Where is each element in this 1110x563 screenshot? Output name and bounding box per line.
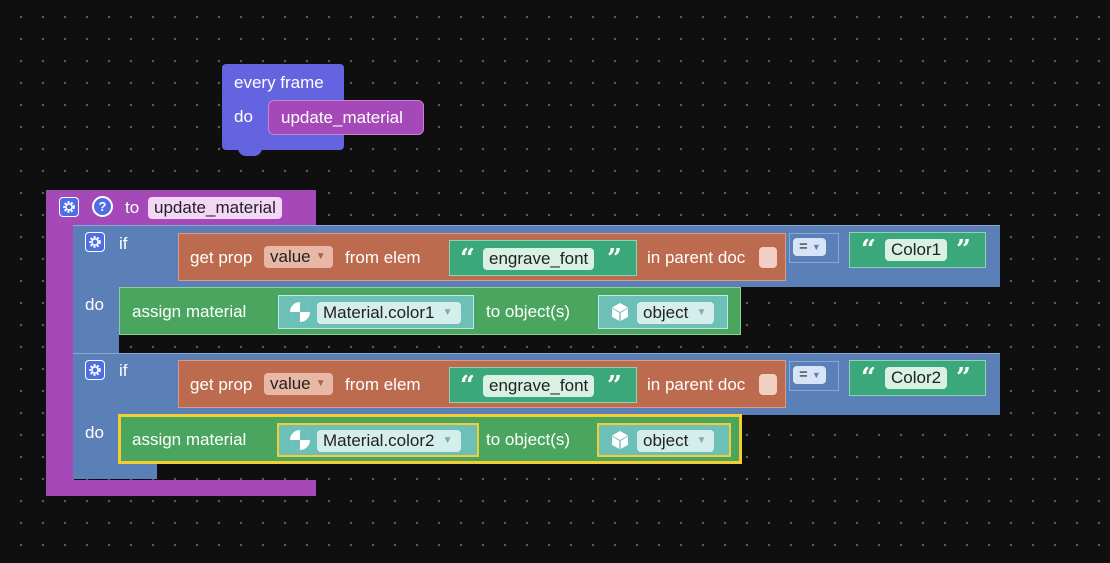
open-quote-icon: “ (861, 235, 876, 265)
compare-string-field[interactable]: Color2 (885, 367, 948, 389)
open-quote-icon: “ (460, 371, 475, 401)
open-quote-icon: “ (460, 244, 475, 274)
prop-dropdown[interactable]: value ▼ (264, 246, 333, 268)
if-block-1-left-bar (73, 285, 119, 353)
from-elem-label: from elem (345, 375, 421, 394)
assign-material-label: assign material (132, 302, 247, 321)
in-parent-doc-label: in parent doc (647, 375, 746, 394)
event-do-label: do (234, 107, 253, 126)
elem-string-block[interactable]: “ engrave_font ” (449, 240, 637, 276)
object-value-block[interactable]: object ▼ (598, 295, 728, 329)
object-value-block[interactable]: object ▼ (597, 423, 731, 457)
compare-string-block-2[interactable]: “ Color2 ” (849, 360, 986, 396)
chevron-down-icon: ▼ (811, 370, 821, 380)
from-elem-label: from elem (345, 248, 421, 267)
to-objects-label: to object(s) (486, 302, 571, 321)
call-update-material-block[interactable]: update_material (268, 100, 424, 135)
object-value: object (643, 431, 689, 450)
assign-material-block-1[interactable]: assign material Material.color1 ▼ to obje… (119, 287, 741, 335)
chevron-down-icon: ▼ (442, 435, 453, 446)
compare-string-block-1[interactable]: “ Color1 ” (849, 232, 986, 268)
object-dropdown[interactable]: object ▼ (637, 430, 715, 452)
assign-material-label: assign material (132, 430, 247, 449)
if-block-2-gear-icon[interactable] (85, 360, 105, 380)
event-bottom-notch (238, 146, 262, 156)
close-quote-icon: ” (607, 244, 622, 274)
get-prop-label: get prop (190, 248, 253, 267)
material-ball-icon (290, 430, 310, 450)
compare-operator-box-1[interactable]: =▼ (789, 233, 839, 263)
material-value: Material.color2 (323, 431, 435, 450)
get-prop-label: get prop (190, 375, 253, 394)
material-value: Material.color1 (323, 303, 435, 322)
operator-value: = (799, 238, 808, 255)
close-quote-icon: ” (956, 363, 971, 393)
elem-string-block[interactable]: “ engrave_font ” (449, 367, 637, 403)
event-title: every frame (234, 73, 324, 92)
cube-icon (612, 431, 628, 449)
if-block-1-if-label: if (119, 234, 128, 253)
to-objects-label: to object(s) (486, 430, 571, 449)
get-prop-block-2[interactable]: get prop value ▼ from elem “ engrave_font… (178, 360, 786, 408)
material-value-block[interactable]: Material.color2 ▼ (277, 423, 479, 457)
procedure-bottom-bar (46, 480, 316, 496)
material-dropdown[interactable]: Material.color1 ▼ (317, 302, 461, 324)
chevron-down-icon: ▼ (696, 307, 707, 318)
question-icon[interactable]: ? (92, 196, 113, 217)
operator-dropdown[interactable]: =▼ (793, 238, 826, 256)
material-value-block[interactable]: Material.color1 ▼ (278, 295, 474, 329)
if-block-1-gear-icon[interactable] (85, 232, 105, 252)
close-quote-icon: ” (607, 371, 622, 401)
prop-value: value (270, 374, 311, 393)
cube-icon (612, 303, 628, 321)
procedure-name-field[interactable]: update_material (148, 197, 282, 219)
material-dropdown[interactable]: Material.color2 ▼ (317, 430, 461, 452)
in-parent-doc-checkbox[interactable] (759, 247, 777, 268)
if-block-2-do-label: do (85, 423, 104, 442)
call-name: update_material (281, 108, 403, 127)
open-quote-icon: “ (861, 363, 876, 393)
assign-material-block-2[interactable]: assign material Material.color2 ▼ to obje… (118, 414, 742, 464)
chevron-down-icon: ▼ (696, 435, 707, 446)
if-block-2-if-label: if (119, 361, 128, 380)
material-ball-icon (290, 302, 310, 322)
chevron-down-icon: ▼ (315, 378, 326, 389)
elem-string-field[interactable]: engrave_font (483, 248, 595, 270)
procedure-left-bar (46, 224, 74, 482)
procedure-definition-block[interactable]: ? to update_material (46, 190, 316, 225)
object-dropdown[interactable]: object ▼ (637, 302, 715, 324)
elem-string-field[interactable]: engrave_font (483, 375, 595, 397)
operator-dropdown[interactable]: =▼ (793, 366, 826, 384)
prop-value: value (270, 247, 311, 266)
close-quote-icon: ” (956, 235, 971, 265)
if-block-1-do-label: do (85, 295, 104, 314)
procedure-to-label: to (125, 198, 140, 217)
chevron-down-icon: ▼ (315, 251, 326, 262)
in-parent-doc-label: in parent doc (647, 248, 746, 267)
in-parent-doc-checkbox[interactable] (759, 374, 777, 395)
chevron-down-icon: ▼ (442, 307, 453, 318)
prop-dropdown[interactable]: value ▼ (264, 373, 333, 395)
chevron-down-icon: ▼ (811, 242, 821, 252)
get-prop-block-1[interactable]: get prop value ▼ from elem “ engrave_font… (178, 233, 786, 281)
object-value: object (643, 303, 689, 322)
compare-string-field[interactable]: Color1 (885, 239, 948, 261)
operator-value: = (799, 366, 808, 383)
gear-icon[interactable] (59, 197, 79, 217)
compare-operator-box-2[interactable]: =▼ (789, 361, 839, 391)
